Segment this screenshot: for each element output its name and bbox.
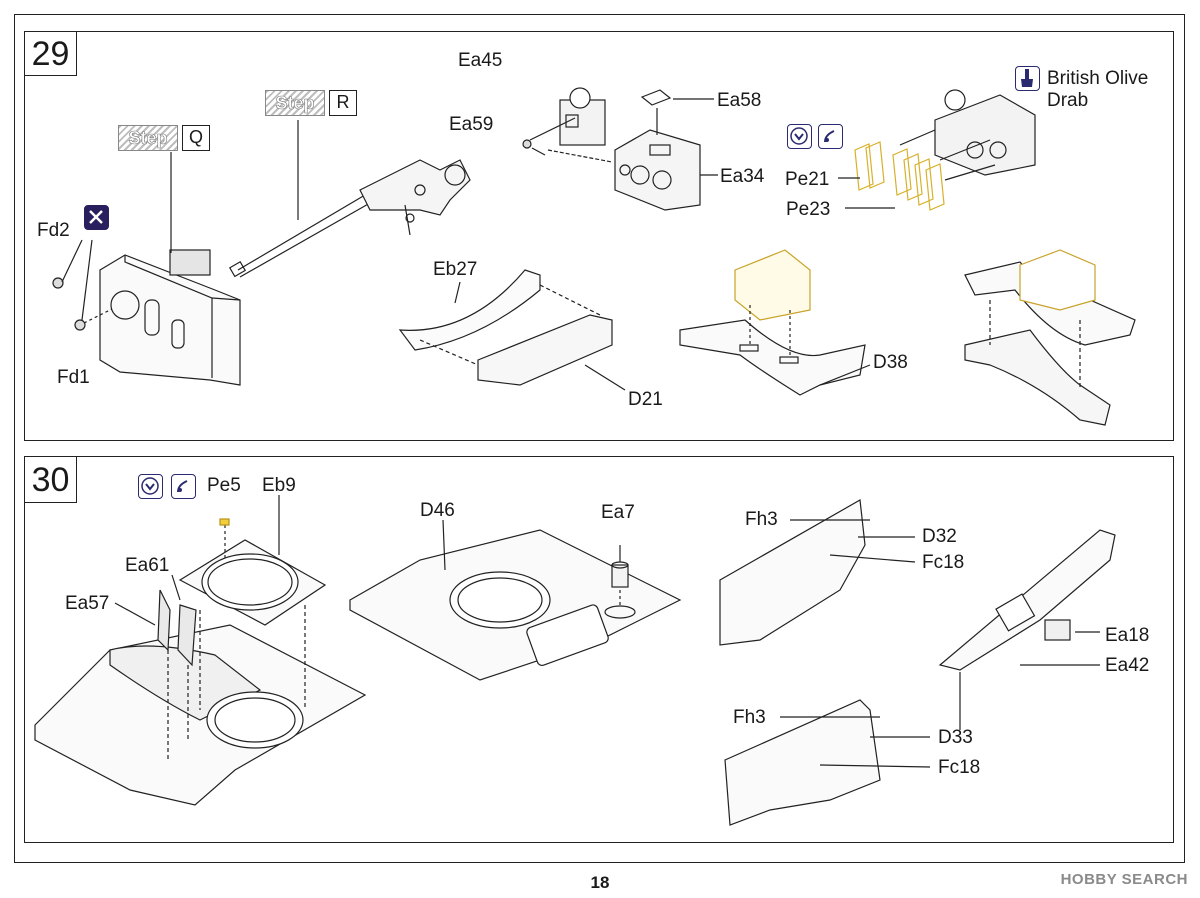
label-ea59: Ea59 xyxy=(449,114,494,135)
label-pe23: Pe23 xyxy=(786,199,831,220)
periscope-block-ea34 xyxy=(614,129,701,211)
glue-icon xyxy=(818,124,843,149)
hull-plate-d46 xyxy=(349,529,682,681)
paint-brush-icon xyxy=(1015,66,1040,91)
periscope-group-d38 xyxy=(734,249,811,321)
step-ref-letter: Q xyxy=(182,125,210,151)
label-d46: D46 xyxy=(420,500,455,521)
hull-roof-drawing xyxy=(34,624,367,806)
label-fc18: Fc18 xyxy=(922,552,965,573)
remove-icon xyxy=(84,205,109,230)
step-ref-letter: R xyxy=(329,90,357,116)
label-d21: D21 xyxy=(628,389,663,410)
paint-callout: British Olive Drab xyxy=(1047,68,1149,111)
glue-icon xyxy=(171,474,196,499)
olive-drab-periscopes xyxy=(934,89,1036,176)
side-plate-d33-lower xyxy=(724,699,881,826)
page-number: 18 xyxy=(590,873,610,892)
cupola-ea7 xyxy=(611,561,629,588)
page-frame xyxy=(14,14,1185,863)
step-number: 30 xyxy=(25,457,77,503)
label-d32: D32 xyxy=(922,526,957,547)
label-d33: D33 xyxy=(938,727,973,748)
label-ea7: Ea7 xyxy=(601,502,635,523)
step-number: 29 xyxy=(25,32,77,76)
label-ea18: Ea18 xyxy=(1105,625,1150,646)
label-fd2: Fd2 xyxy=(37,220,70,241)
label-eb27: Eb27 xyxy=(433,259,478,280)
watermark: HOBBY SEARCH xyxy=(1060,871,1188,888)
step-ref-word: Step xyxy=(118,125,178,151)
label-d38: D38 xyxy=(873,352,908,373)
label-fh3: Fh3 xyxy=(745,509,778,530)
label-pe5: Pe5 xyxy=(207,475,241,496)
label-ea57: Ea57 xyxy=(65,593,110,614)
fd-parts xyxy=(52,239,113,331)
step-ref-r: Step R xyxy=(265,90,357,116)
label-ea58: Ea58 xyxy=(717,90,762,111)
label-eb9: Eb9 xyxy=(262,475,296,496)
combined-assembly xyxy=(964,249,1136,426)
label-fd1: Fd1 xyxy=(57,367,90,388)
label-fc18: Fc18 xyxy=(938,757,981,778)
gun-mantlet-drawing xyxy=(99,249,241,386)
gun-barrel-drawing xyxy=(228,159,471,278)
ring-plate-eb9 xyxy=(178,539,327,626)
side-plate-d32 xyxy=(719,499,866,646)
step-ref-q: Step Q xyxy=(118,125,210,151)
plate-d33-upper xyxy=(938,529,1116,671)
label-ea61: Ea61 xyxy=(125,555,170,576)
label-fh3: Fh3 xyxy=(733,707,766,728)
label-pe21: Pe21 xyxy=(785,169,830,190)
photo-etch-pe21 xyxy=(854,141,945,211)
plate-d38 xyxy=(679,319,866,396)
label-ea42: Ea42 xyxy=(1105,655,1150,676)
bend-down-icon xyxy=(138,474,163,499)
bend-down-icon xyxy=(787,124,812,149)
step-ref-word: Step xyxy=(265,90,325,116)
label-ea34: Ea34 xyxy=(720,166,765,187)
tray-eb27-d21 xyxy=(398,269,626,391)
label-ea45: Ea45 xyxy=(458,50,503,71)
periscope-ea45 xyxy=(559,87,606,146)
